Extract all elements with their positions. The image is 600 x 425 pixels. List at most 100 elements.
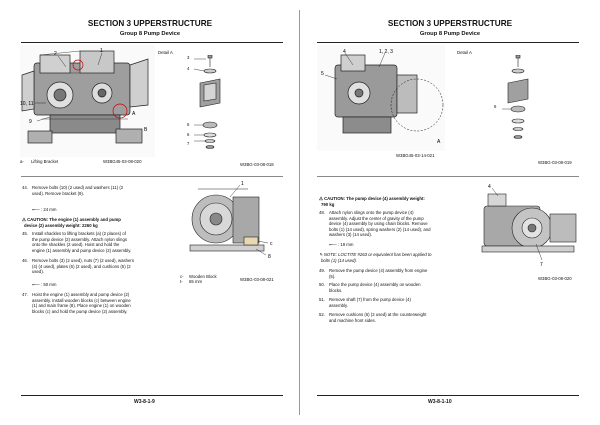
step-number: 45. [22,231,28,236]
step-line: onto the shackles (2 used). Hoist and ho… [32,242,120,248]
page-number: W3-8-1-10 [428,399,452,405]
left-page: SECTION 3 UPPERSTRUCTURE Group 8 Pump De… [20,19,283,405]
detail-figure-id: W3BG-03-08-019 [538,160,572,165]
note-block: ✎ NOTE: LOCTITE #263 or equivalent has b… [319,252,459,263]
group-title: Group 8 Pump Device [419,31,481,37]
step-line: blocks. [329,287,343,293]
detail-callout-7: 7 [187,141,190,146]
section-title: SECTION 3 UPPERSTRUCTURE [87,19,213,28]
step-line: assembly. Adjust the center of gravity o… [329,215,424,221]
step-line: engine (1) assembly and pump device (2) … [32,247,132,253]
legend-lifting-bracket: Lifting Bracket [31,159,59,164]
step-line: Remove cushions (6) (2 used) at the coun… [329,312,427,317]
caution-block: ⚠ CAUTION: The engine (1) assembly and p… [22,217,162,228]
detail-a-figure [193,55,221,149]
wrench-size: : 24 mm [40,207,57,212]
step-line: and machine front sides. [329,317,376,323]
step-line: (4) (4 used), plates (6) (2 used), and c… [32,263,131,269]
figure-divider [21,176,283,177]
warning-icon: ⚠ [319,196,323,201]
step-line: (5). [329,273,336,279]
step-line: assembly. Install wooden blocks (c) betw… [32,297,131,303]
wrench-size: : 50 mm [40,282,57,287]
wrench-size: : 19 mm [337,242,354,247]
step-line: Place the pump device (4) assembly on wo… [329,282,421,287]
callout-1: 1 [100,48,103,54]
caution-line: device (2) assembly weight: 2260 kg [24,222,98,228]
step-line: Remove the pump device (4) assembly from… [329,268,428,273]
wrench-spec: ⭠— : 24 mm [32,207,56,212]
note-line: bolts (1) (14 used). [321,257,358,263]
callout-9: 9 [29,119,32,125]
footer-rule [21,395,283,396]
step-line: used). [32,269,44,275]
step-number: 48. [319,210,325,215]
detail-callout-6: 6 [187,132,190,137]
callout-1-2-3: 1, 2, 3 [379,49,393,55]
step-line: Remove bolts (10) (2 used) and washers (… [32,185,124,190]
callout-10-11: 10, 11 [20,101,34,107]
note-icon: ✎ [319,252,323,257]
group-title: Group 8 Pump Device [119,31,181,37]
page-number: W3-8-1-9 [134,399,155,405]
wrench-icon: ⭠— [329,242,337,247]
step-line: bolts (1) (14 used), spring washers (2) … [329,226,431,232]
figure-id: W3BG45-03-08-020 [103,159,142,164]
detail-callout-5: 5 [187,122,190,127]
callout-a-figure: A [132,111,136,117]
caution-line: 790 kg [321,201,335,207]
detail-callout-3: 3 [187,55,190,60]
step-number: 46. [22,258,28,263]
detail-a-label: Detail A [158,50,173,55]
step-line: Remove shaft (7) from the pump device (4… [329,297,411,302]
callout-2: 2 [54,51,57,57]
fig2-legend-t: t- [180,279,183,284]
caution-line: CAUTION: The engine (1) assembly and pum… [27,217,121,222]
detail-callout-6: 6 [494,104,497,109]
header-rule [21,42,283,43]
wrench-icon: ⭠— [32,207,40,212]
page-gutter [299,10,300,415]
callout-b-figure: B [144,127,148,133]
step-number: 49. [319,268,325,273]
callout-c: c [270,241,273,247]
fig2-legend-65mm: 65 mm [189,279,203,284]
step-number: 47. [22,292,28,297]
right-page: SECTION 3 UPPERSTRUCTURE Group 8 Pump De… [300,0,600,425]
detail-a-label: Detail A [457,50,472,55]
callout-4: 4 [343,49,346,55]
fig2-id: W3BG-03-08-020 [538,276,572,281]
fig2-id: W3BG-03-08-021 [240,277,274,282]
callout-8: 8 [268,254,271,260]
step-number: 50. [319,282,325,287]
wrench-spec: ⭠— : 50 mm [32,282,56,287]
wooden-block-figure: 1 8 c [189,181,273,260]
callout-5: 5 [321,71,324,77]
figure-id: W3BG45-03-14-021 [396,153,435,158]
note-line: NOTE: LOCTITE #263 or equivalent has bee… [323,252,432,257]
wrench-icon: ⭠— [32,282,40,287]
pump-removal-figure: 4 5 1, 2, 3 A [317,45,445,151]
step-line: device (4) assembly by using chain block… [329,221,428,227]
step-line: (1) and main frame (8). Place engine (1)… [32,303,131,309]
pump-device-figure: 4 7 [481,184,577,268]
step-line: washers (3) (14 used). [329,232,372,238]
callout-7: 7 [540,262,543,268]
step-number: 44. [22,185,28,190]
step-line: assembly. [329,302,349,308]
step-number: 52. [319,312,325,317]
detail-a-figure [502,55,529,139]
caution-line: CAUTION: The pump device (4) assembly we… [324,196,425,201]
legend-letter-a: a- [20,159,24,164]
callout-1: 1 [241,181,244,187]
step-line: Remove bolts (3) (2 used), nuts (7) (2 u… [32,258,134,263]
section-title: SECTION 3 UPPERSTRUCTURE [387,19,513,28]
footer-rule [317,395,579,396]
step-line: the pump device (2) assembly. Attach nyl… [32,236,127,242]
step-line: Hoist the engine (1) assembly and pump d… [32,292,130,297]
fig2-legend-c: c- [180,274,184,279]
step-line: Install shackles to lifting brackets (a)… [32,231,126,236]
figure-divider [317,176,579,177]
step-line: blocks (c) and hold the pump device (2) … [32,308,128,314]
caution-block: ⚠ CAUTION: The pump device (4) assembly … [319,196,459,207]
